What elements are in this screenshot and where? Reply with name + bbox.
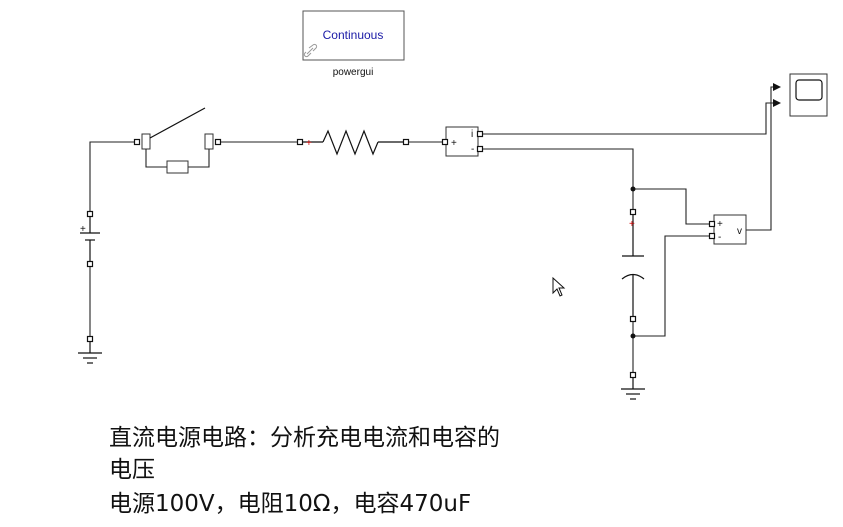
scope-screen-icon: [795, 79, 823, 101]
current-meter-plus: +: [451, 138, 457, 149]
voltage-meter-plus: +: [717, 219, 723, 230]
current-measurement-block[interactable]: + i -: [441, 126, 484, 157]
capacitor[interactable]: +: [621, 208, 645, 323]
voltage-meter-minus: -: [718, 232, 721, 243]
annotation-line-1: 直流电源电路：分析充电电流和电容的: [109, 425, 500, 451]
junction-dot: [630, 186, 636, 192]
junction-dot: [630, 333, 636, 339]
current-meter-minus: -: [471, 144, 474, 155]
breaker-switch[interactable]: [133, 107, 222, 174]
ground-left[interactable]: [78, 335, 102, 364]
link-icon: [303, 43, 318, 58]
series-resistor[interactable]: +: [296, 129, 410, 156]
resistor-plus-sign: +: [306, 138, 312, 149]
dc-voltage-source[interactable]: +: [80, 210, 100, 268]
capacitor-plus-sign: +: [629, 219, 635, 230]
powergui-name: powergui: [333, 67, 374, 78]
battery-plus-sign: +: [80, 224, 86, 235]
current-meter-signal: i: [471, 129, 473, 140]
annotation-line-2: 电压: [109, 457, 155, 483]
wires: [89, 83, 781, 375]
annotation-line-3: 电源100V，电阻10Ω，电容470uF: [109, 491, 472, 517]
mouse-cursor-icon: [552, 276, 566, 297]
powergui-mode-label: Continuous: [323, 28, 384, 42]
voltage-measurement-block[interactable]: + - v: [708, 214, 747, 245]
scope-block[interactable]: [789, 73, 828, 117]
powergui-block[interactable]: Continuous: [302, 10, 405, 61]
ground-right[interactable]: [621, 371, 645, 400]
voltage-meter-signal: v: [737, 226, 742, 237]
